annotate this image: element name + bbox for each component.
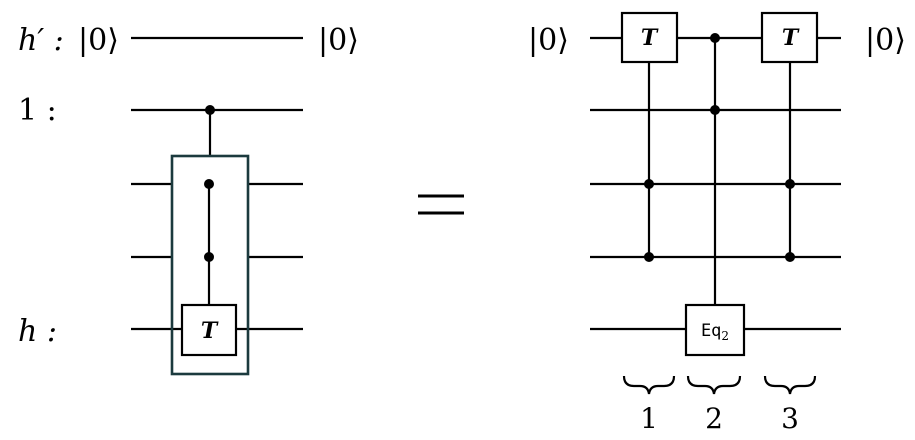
inner-control-dot-1: [204, 179, 214, 189]
step2-dot-2: [710, 105, 720, 115]
label-right-ket-out: |0⟩: [865, 23, 906, 58]
step-label-3: 3: [781, 402, 799, 435]
step3-dot-1: [785, 179, 795, 189]
label-h-prime: h′ :: [18, 23, 64, 58]
step-label-1: 1: [640, 402, 658, 435]
step1-dot-2: [644, 252, 654, 262]
label-left-ket-in: |0⟩: [78, 23, 119, 58]
brace-step-1: [622, 375, 676, 395]
left-circuit: h′ : |0⟩ |0⟩ 1 : h : T: [18, 23, 359, 376]
right-t-gate-1: [620, 11, 679, 64]
step1-dot-1: [644, 179, 654, 189]
right-eq2-gate-label: Eq2: [701, 321, 729, 343]
step-label-2: 2: [705, 402, 723, 435]
brace-step-3: [763, 375, 817, 395]
controlled-block-box: [170, 154, 250, 376]
inner-control-dot-2: [204, 252, 214, 262]
right-circuit: |0⟩ |0⟩ T Eq2 T 1 2 3: [528, 11, 906, 435]
equals-sign: [418, 194, 464, 215]
brace-step-2: [686, 375, 742, 395]
outer-control-dot: [205, 105, 215, 115]
left-t-gate: [180, 303, 238, 357]
right-t-gate-2-label: T: [782, 25, 800, 51]
label-right-ket-in: |0⟩: [528, 23, 569, 58]
label-left-ket-out: |0⟩: [318, 23, 359, 58]
left-t-gate-label: T: [201, 318, 219, 344]
label-one: 1 :: [18, 93, 57, 128]
right-t-gate-1-label: T: [641, 25, 659, 51]
right-eq2-gate: [684, 303, 746, 357]
step3-dot-2: [785, 252, 795, 262]
label-h: h :: [18, 314, 57, 349]
right-t-gate-2: [760, 11, 819, 64]
step2-dot-1: [710, 33, 720, 43]
